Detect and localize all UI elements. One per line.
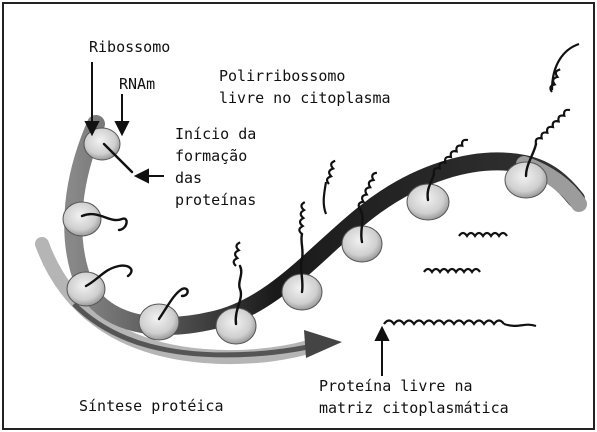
- label-inicio-line1: Início da: [172, 124, 259, 144]
- label-inicio-line3: das: [172, 168, 205, 188]
- label-ribossomo: Ribossomo: [86, 37, 173, 57]
- label-polirribossomo-line1: Polirribossomo: [216, 66, 348, 86]
- label-inicio-line2: formação: [172, 146, 250, 166]
- label-sintese: Síntese protéica: [76, 396, 227, 416]
- label-proteina-line2: matriz citoplasmática: [316, 398, 512, 418]
- label-inicio-line4: proteínas: [172, 190, 259, 210]
- mrna-strand-icon: [73, 124, 576, 326]
- label-polirribossomo-line2: livre no citoplasma: [216, 88, 394, 108]
- label-proteina-line1: Proteína livre na: [316, 376, 476, 396]
- label-rnam: RNAm: [116, 74, 158, 94]
- arrow-head-icon: [304, 330, 342, 358]
